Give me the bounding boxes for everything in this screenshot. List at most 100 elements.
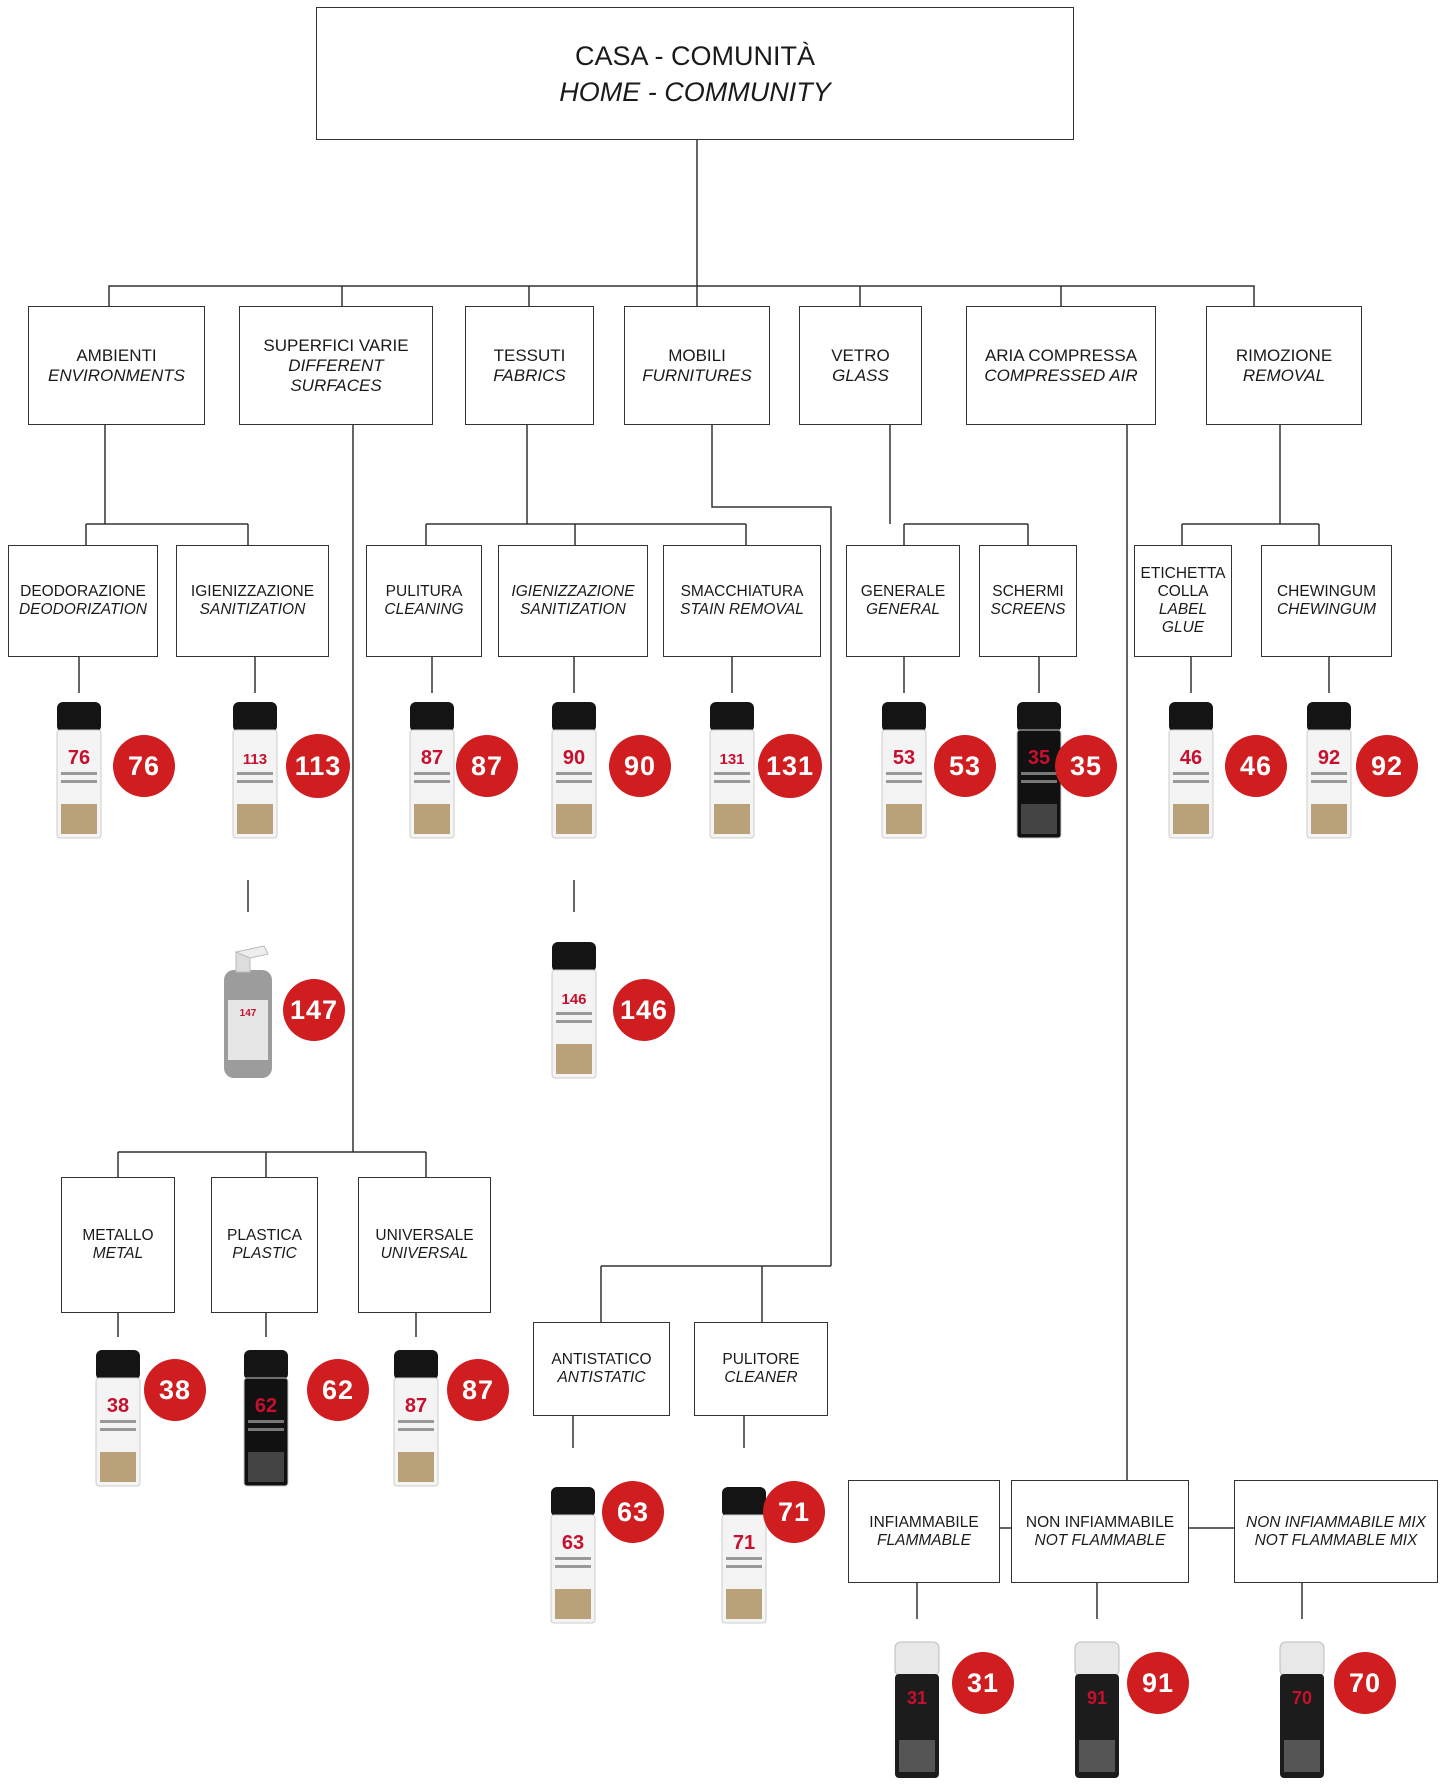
sub-label-en: CHEWINGUM bbox=[1276, 601, 1377, 618]
category-tessuti: TESSUTI FABRICS bbox=[465, 306, 594, 425]
spray-bottle-icon: 147 bbox=[224, 945, 272, 1078]
spray-can-icon: 90 bbox=[551, 702, 597, 839]
product-code-badge: 131 bbox=[758, 734, 822, 798]
sub-label-en: ANTISTATIC bbox=[557, 1369, 646, 1386]
svg-text:87: 87 bbox=[405, 1395, 427, 1417]
spray-can-icon: 31 bbox=[894, 1641, 940, 1778]
sub-label-it: PULITURA bbox=[385, 583, 463, 600]
product-code-badge: 76 bbox=[113, 735, 175, 797]
sub-label-en: DEODORIZATION bbox=[18, 601, 148, 618]
category-label-it: SUPERFICI VARIE bbox=[263, 335, 409, 355]
spray-can-icon: 63 bbox=[550, 1487, 596, 1624]
product-code-badge: 71 bbox=[763, 1481, 825, 1543]
sub-plastica: PLASTICA PLASTIC bbox=[211, 1177, 318, 1313]
product-code-badge: 70 bbox=[1334, 1652, 1396, 1714]
sub-metallo: METALLO METAL bbox=[61, 1177, 175, 1313]
product-code-badge: 35 bbox=[1055, 735, 1117, 797]
spray-can-icon: 91 bbox=[1074, 1641, 1120, 1778]
sub-label-it: COLLA bbox=[1157, 583, 1209, 600]
svg-text:35: 35 bbox=[1028, 747, 1050, 769]
spray-can-icon: 146 bbox=[551, 942, 597, 1079]
product-code-badge: 90 bbox=[609, 735, 671, 797]
sub-label-en: SANITIZATION bbox=[199, 601, 306, 618]
sub-label-en: LABEL bbox=[1158, 601, 1208, 618]
sub-pulitore: PULITORE CLEANER bbox=[694, 1322, 828, 1416]
product-code-badge: 31 bbox=[952, 1652, 1014, 1714]
sub-label-en: NOT FLAMMABLE bbox=[1034, 1531, 1166, 1549]
sub-non-infiammabile: NON INFIAMMABILE NOT FLAMMABLE bbox=[1011, 1480, 1189, 1583]
sub-label-it: NON INFIAMMABILE bbox=[1025, 1513, 1175, 1531]
sub-etichetta-colla: ETICHETTA COLLA LABEL GLUE bbox=[1134, 545, 1232, 657]
sub-label-it: IGIENIZZAZIONE bbox=[511, 583, 635, 600]
category-label-en: COMPRESSED AIR bbox=[984, 365, 1138, 385]
category-label-en: FABRICS bbox=[493, 365, 566, 385]
root-title-it: CASA - COMUNITÀ bbox=[574, 40, 816, 71]
sub-label-en: GLUE bbox=[1161, 619, 1205, 636]
sub-schermi: SCHERMI SCREENS bbox=[979, 545, 1077, 657]
category-label-it: AMBIENTI bbox=[76, 345, 157, 365]
svg-text:38: 38 bbox=[107, 1395, 129, 1417]
sub-label-en: UNIVERSAL bbox=[380, 1245, 469, 1262]
sub-label-it: ANTISTATICO bbox=[551, 1351, 652, 1368]
spray-can-icon: 71 bbox=[721, 1487, 767, 1624]
category-label-it: ARIA COMPRESSA bbox=[984, 345, 1138, 365]
spray-can-icon: 76 bbox=[56, 702, 102, 839]
svg-text:90: 90 bbox=[563, 747, 585, 769]
sub-pulitura: PULITURA CLEANING bbox=[366, 545, 482, 657]
spray-can-icon: 38 bbox=[95, 1350, 141, 1487]
sub-label-it: IGIENIZZAZIONE bbox=[190, 583, 315, 600]
spray-can-icon: 35 bbox=[1016, 702, 1062, 839]
sub-label-it: GENERALE bbox=[860, 583, 946, 600]
svg-text:147: 147 bbox=[240, 1008, 257, 1019]
sub-generale: GENERALE GENERAL bbox=[846, 545, 960, 657]
category-label-it: VETRO bbox=[831, 345, 890, 365]
svg-text:71: 71 bbox=[733, 1532, 755, 1554]
sub-label-it: UNIVERSALE bbox=[375, 1227, 474, 1244]
sub-label-en: CLEANER bbox=[724, 1369, 798, 1386]
sub-infiammabile: INFIAMMABILE FLAMMABLE bbox=[848, 1480, 1000, 1583]
sub-igienizzazione-tessuti: IGIENIZZAZIONE SANITIZATION bbox=[498, 545, 648, 657]
sub-deodorazione: DEODORAZIONE DEODORIZATION bbox=[8, 545, 158, 657]
sub-label-en: GENERAL bbox=[865, 601, 941, 618]
sub-label-it: DEODORAZIONE bbox=[20, 583, 146, 600]
svg-text:92: 92 bbox=[1318, 747, 1340, 769]
sub-non-infiammabile-mix: NON INFIAMMABILE MIX NOT FLAMMABLE MIX bbox=[1234, 1480, 1438, 1583]
sub-label-en: NOT FLAMMABLE MIX bbox=[1254, 1531, 1418, 1549]
sub-label-it: ETICHETTA bbox=[1140, 565, 1226, 582]
product-code-badge: 92 bbox=[1356, 735, 1418, 797]
root-title-en: HOME - COMMUNITY bbox=[559, 76, 831, 107]
sub-label-it: PULITORE bbox=[722, 1351, 800, 1368]
category-vetro: VETRO GLASS bbox=[799, 306, 922, 425]
product-code-badge: 87 bbox=[447, 1359, 509, 1421]
sub-igienizzazione-ambienti: IGIENIZZAZIONE SANITIZATION bbox=[176, 545, 329, 657]
sub-antistatico: ANTISTATICO ANTISTATIC bbox=[533, 1322, 670, 1416]
spray-can-icon: 46 bbox=[1168, 702, 1214, 839]
category-label-en: REMOVAL bbox=[1242, 365, 1326, 385]
svg-text:87: 87 bbox=[421, 747, 443, 769]
spray-can-icon: 113 bbox=[232, 702, 278, 839]
spray-can-icon: 62 bbox=[243, 1350, 289, 1487]
sub-label-en: METAL bbox=[92, 1245, 144, 1262]
spray-can-icon: 70 bbox=[1279, 1641, 1325, 1778]
svg-text:53: 53 bbox=[893, 747, 915, 769]
category-mobili: MOBILI FURNITURES bbox=[624, 306, 770, 425]
svg-text:62: 62 bbox=[255, 1395, 277, 1417]
product-code-badge: 63 bbox=[602, 1481, 664, 1543]
spray-can-icon: 53 bbox=[881, 702, 927, 839]
sub-label-it: CHEWINGUM bbox=[1276, 583, 1377, 600]
sub-label-en: SANITIZATION bbox=[520, 601, 626, 618]
sub-label-en: SCREENS bbox=[990, 601, 1066, 618]
sub-label-it: PLASTICA bbox=[227, 1227, 302, 1244]
category-label-en: DIFFERENT bbox=[288, 355, 384, 375]
sub-label-en: PLASTIC bbox=[232, 1245, 297, 1262]
product-code-badge: 113 bbox=[286, 734, 350, 798]
product-code-badge: 53 bbox=[934, 735, 996, 797]
sub-chewingum: CHEWINGUM CHEWINGUM bbox=[1261, 545, 1392, 657]
spray-can-icon: 87 bbox=[409, 702, 455, 839]
category-aria-compressa: ARIA COMPRESSA COMPRESSED AIR bbox=[966, 306, 1156, 425]
product-code-badge: 46 bbox=[1225, 735, 1287, 797]
category-label-it: RIMOZIONE bbox=[1235, 345, 1333, 365]
svg-text:131: 131 bbox=[719, 751, 744, 768]
svg-text:91: 91 bbox=[1087, 1688, 1107, 1708]
category-label-en: GLASS bbox=[832, 365, 889, 385]
